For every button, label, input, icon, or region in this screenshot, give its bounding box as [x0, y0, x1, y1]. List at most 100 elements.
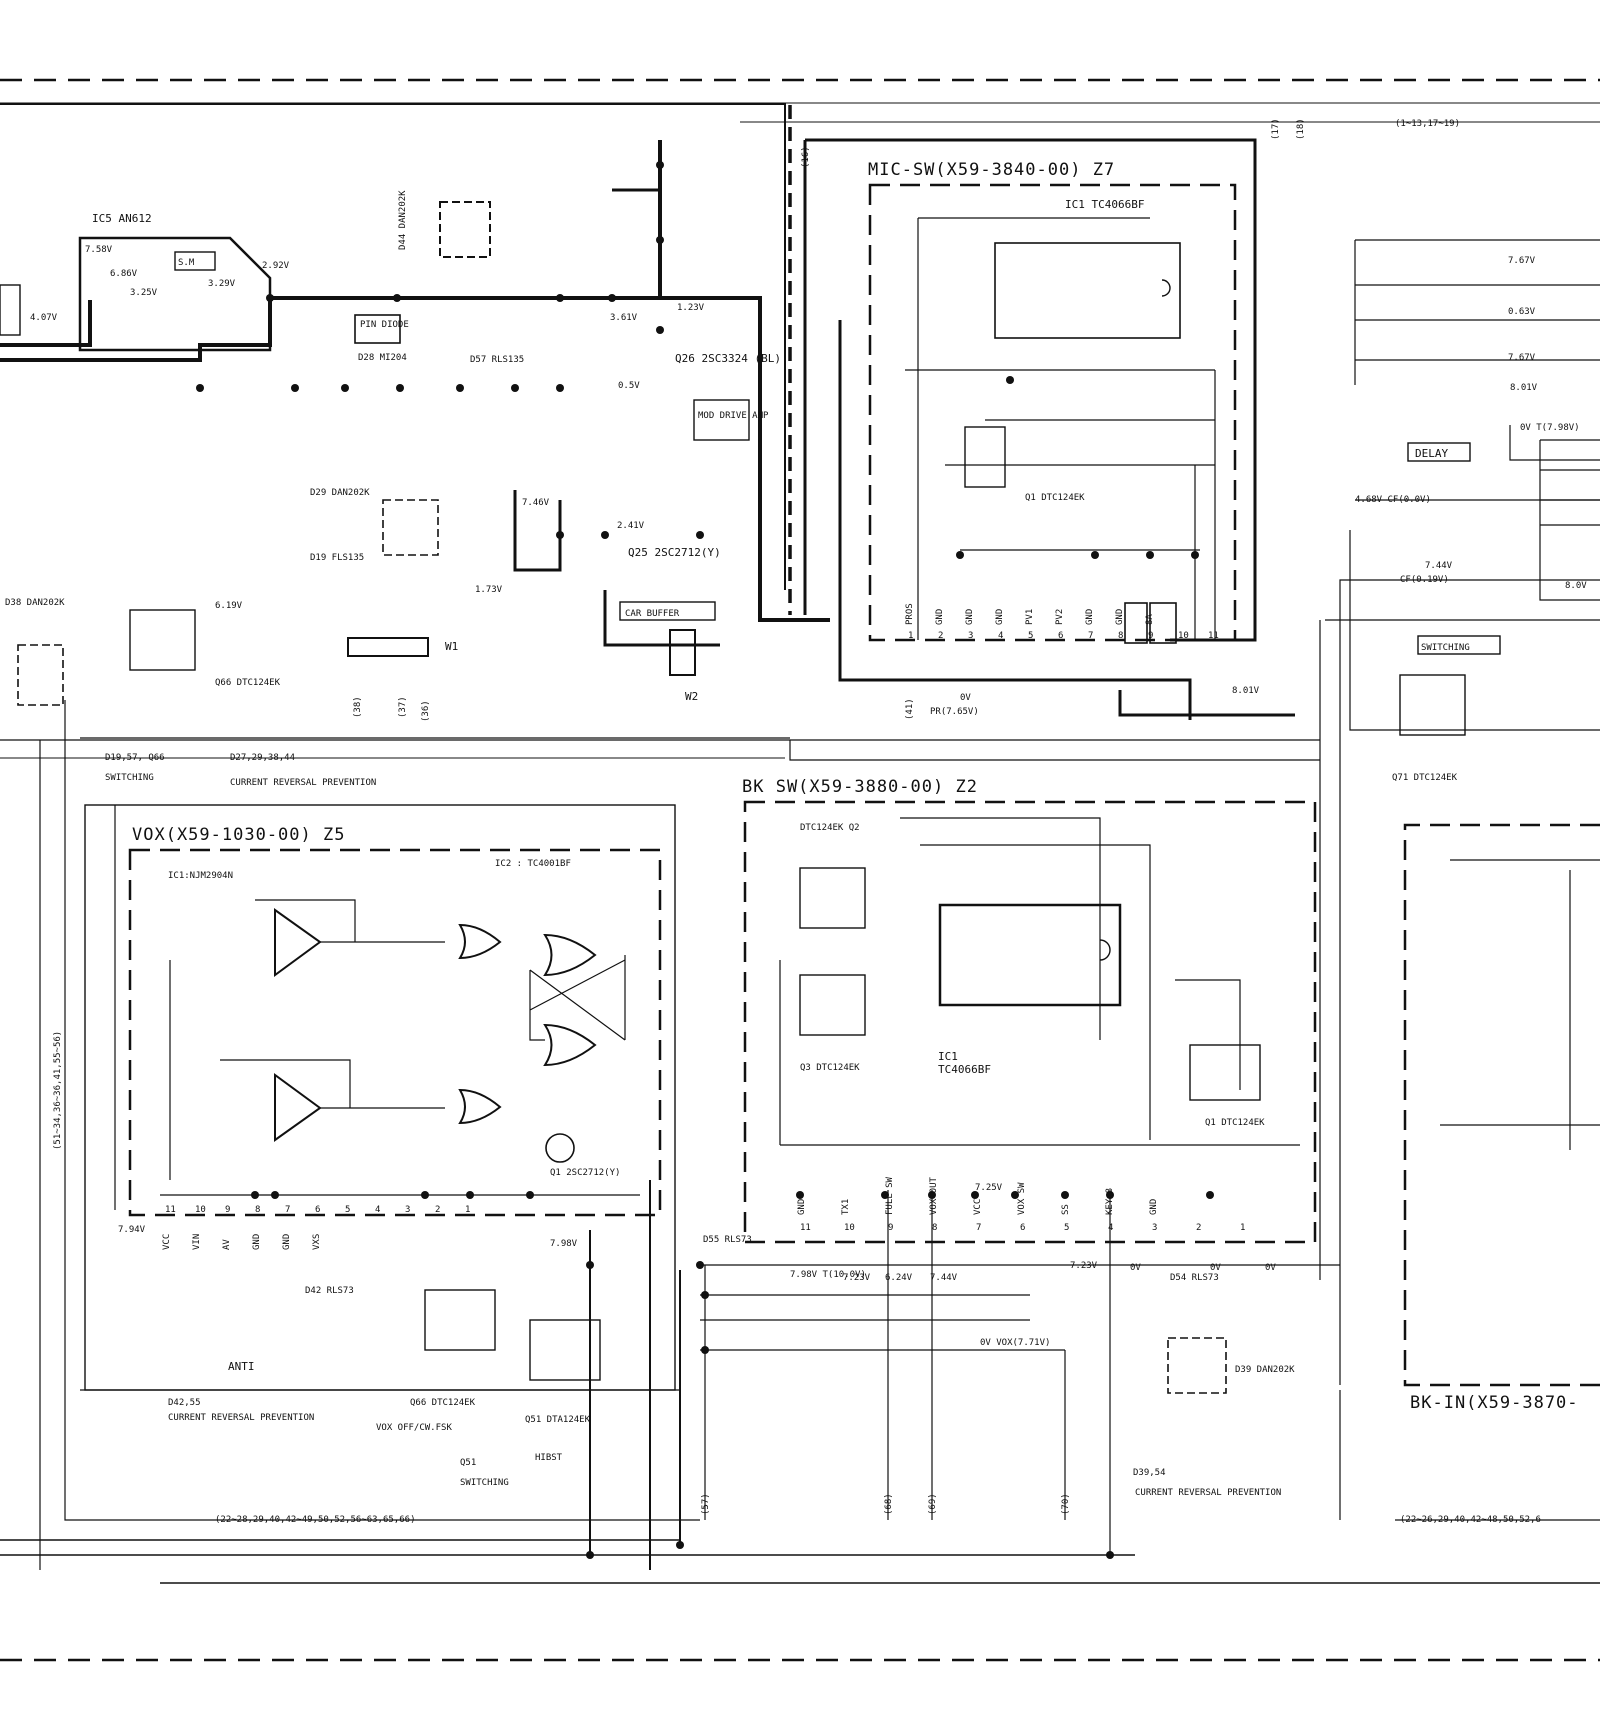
- w2-label: W2: [685, 690, 698, 703]
- mic-sw-pin-number: 7: [1088, 631, 1093, 641]
- bk-in-title: BK-IN(X59-3870-: [1410, 1393, 1579, 1413]
- q25-label: Q25 2SC2712(Y): [628, 546, 721, 559]
- vox-pin-number: 1: [465, 1205, 470, 1215]
- d54-label: D54 RLS73: [1170, 1273, 1219, 1283]
- bk-sw-pin-name: KEY 8: [1105, 1188, 1115, 1215]
- bk-sw-pin-name: TX1: [841, 1199, 851, 1215]
- vox-pin-number: 9: [225, 1205, 230, 1215]
- mic-sw-pin-name: PV2: [1055, 609, 1065, 625]
- v-label: PR(7.65V): [930, 707, 979, 717]
- bk-sw-pin-name: FULL SW: [885, 1176, 895, 1215]
- vox-pin-number: 6: [315, 1205, 320, 1215]
- bk-sw-pin-name: GND: [797, 1199, 807, 1215]
- switching-top-label: SWITCHING: [105, 773, 154, 783]
- v-label: 7.94V: [118, 1225, 146, 1235]
- q1-bk-label: Q1 DTC124EK: [1205, 1118, 1265, 1128]
- vox-title: VOX(X59-1030-00) Z5: [132, 825, 345, 845]
- bk-sw-pin-number: 8: [932, 1223, 937, 1233]
- v-label: 2.92V: [262, 261, 290, 271]
- mic-sw-pin-number: 1: [908, 631, 913, 641]
- mic-sw-pin-number: 8: [1118, 631, 1123, 641]
- mic-sw-pin-number: 11: [1208, 631, 1219, 641]
- vox-pin-name: GND: [252, 1234, 262, 1250]
- ic5-sm-label: S.M: [178, 258, 195, 268]
- vox-pin-number: 3: [405, 1205, 410, 1215]
- switching-q51-label: SWITCHING: [460, 1478, 509, 1488]
- q3-bk-label: Q3 DTC124EK: [800, 1063, 860, 1073]
- current-reversal-label-3: CURRENT REVERSAL PREVENTION: [1135, 1488, 1281, 1498]
- v-label: 8.01V: [1510, 383, 1538, 393]
- q2-bk-label: DTC124EK Q2: [800, 823, 860, 833]
- d42-note: D42,55: [168, 1398, 201, 1408]
- v-label: 4.68V CF(0.0V): [1355, 495, 1431, 505]
- switching-label: SWITCHING: [1421, 643, 1470, 653]
- q71-label: Q71 DTC124EK: [1392, 773, 1458, 783]
- v-label: 7.44V: [930, 1273, 958, 1283]
- d19-label: D19 FLS135: [310, 553, 364, 563]
- v-label: 2.41V: [617, 521, 645, 531]
- vox-pin-number: 8: [255, 1205, 260, 1215]
- anti-label: ANTI: [228, 1360, 255, 1373]
- d39-note: D39,54: [1133, 1468, 1166, 1478]
- v-label: 8.01V: [1232, 686, 1260, 696]
- mic-sw-pin-number: 6: [1058, 631, 1063, 641]
- mic-sw-module: [868, 183, 1237, 642]
- v-label: 0.63V: [1508, 307, 1536, 317]
- vox-pin-number: 2: [435, 1205, 440, 1215]
- bk-sw-pin-number: 3: [1152, 1223, 1157, 1233]
- bus-label: (68): [884, 1493, 894, 1515]
- v-label: 8.0V: [1565, 581, 1587, 591]
- v-label: 7.67V: [1508, 353, 1536, 363]
- bk-sw-pin-number: 7: [976, 1223, 981, 1233]
- mic-sw-pin-name: 8A: [1145, 614, 1155, 625]
- vox-ic2-label: IC2 : TC4001BF: [495, 859, 571, 869]
- vox-pin-number: 4: [375, 1205, 380, 1215]
- bk-sw-pin-name: VOX SW: [1017, 1182, 1027, 1215]
- bus-label: (57): [701, 1493, 711, 1515]
- v-label: 7.58V: [85, 245, 113, 255]
- bus-label: (17): [1271, 118, 1281, 140]
- bus-label: (41): [905, 698, 915, 720]
- mic-ic1-label: IC1 TC4066BF: [1065, 198, 1144, 211]
- q66-vox-label: Q66 DTC124EK: [410, 1398, 476, 1408]
- v-label: 6.24V: [885, 1273, 913, 1283]
- vox-pin-number: 11: [165, 1205, 176, 1215]
- d29-label: D29 DAN202K: [310, 488, 370, 498]
- bk-sw-module: [743, 800, 1317, 1244]
- vox-ic1-label: IC1:NJM2904N: [168, 871, 233, 881]
- bk-sw-pin-name: VCC: [973, 1199, 983, 1215]
- d38-label: D38 DAN202K: [5, 598, 65, 608]
- d42-label: D42 RLS73: [305, 1286, 354, 1296]
- bk-sw-pin-name: VOX OUT: [929, 1176, 939, 1215]
- v-label: 0V VOX(7.71V): [980, 1338, 1050, 1348]
- bus-label: (22~26,29,40,42~48,50,52,6: [1400, 1515, 1541, 1525]
- hibst-label: HIBST: [535, 1453, 563, 1463]
- bk-ic1-label: TC4066BF: [938, 1063, 991, 1076]
- bus-label: (38): [353, 696, 363, 718]
- mod-drive-amp-label: MOD DRIVE AMP: [698, 411, 769, 421]
- car-buffer-label: CAR BUFFER: [625, 609, 680, 619]
- q51-label: Q51 DTA124EK: [525, 1415, 591, 1425]
- v-label: 0V: [1265, 1263, 1276, 1273]
- ic5-body: [78, 236, 272, 352]
- vox-pin-name: GND: [282, 1234, 292, 1250]
- v-label: 3.25V: [130, 288, 158, 298]
- q66-top-label: Q66 DTC124EK: [215, 678, 281, 688]
- mic-sw-pin-name: PROS: [905, 603, 915, 625]
- bus-label: (70): [1061, 1493, 1071, 1515]
- vox-pin-number: 10: [195, 1205, 206, 1215]
- bus-label: (22~28,29,40,42~49,50,52,56~63,65,66): [215, 1515, 415, 1525]
- mic-sw-pin-number: 3: [968, 631, 973, 641]
- bus-label: (16): [801, 146, 811, 168]
- v-label: 7.44V: [1425, 561, 1453, 571]
- v-label: 4.07V: [30, 313, 58, 323]
- bk-sw-pin-number: 1: [1240, 1223, 1245, 1233]
- v-label: 7.67V: [1508, 256, 1536, 266]
- d55-label: D55 RLS73: [703, 1235, 752, 1245]
- v-label: 0V: [1210, 1263, 1221, 1273]
- delay-label: DELAY: [1415, 447, 1448, 460]
- v-label: 7.25V: [975, 1183, 1003, 1193]
- w1-label: W1: [445, 640, 458, 653]
